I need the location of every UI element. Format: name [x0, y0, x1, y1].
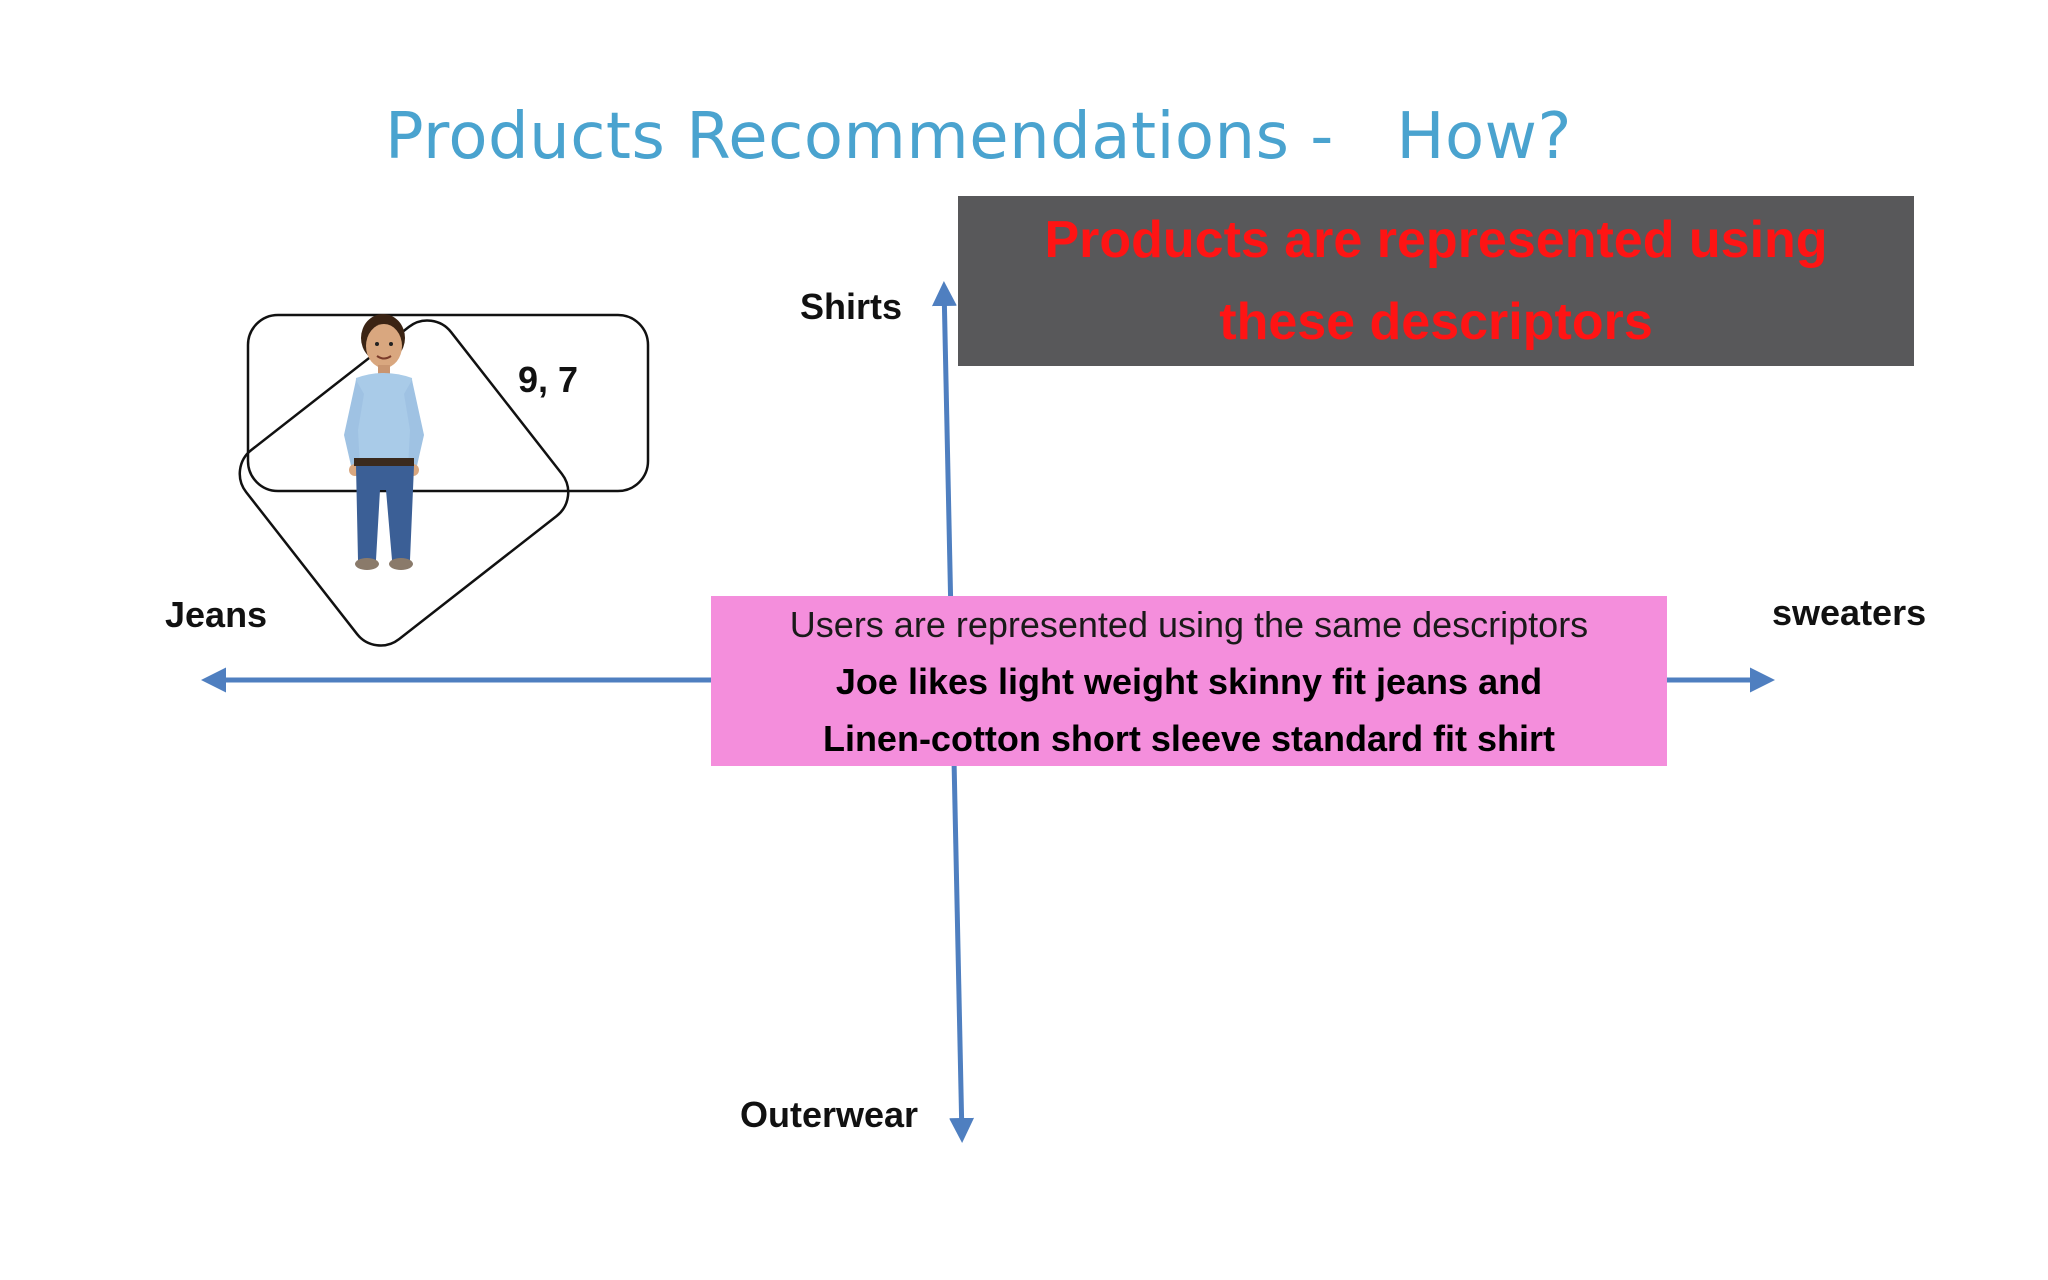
user-highlight-box: [246, 313, 650, 493]
slide-title: Products Recommendations - How?: [385, 100, 1572, 174]
user-coordinates: 9, 7: [518, 359, 579, 400]
axis-label-jeans: Jeans: [165, 594, 268, 635]
users-callout: Users are represented using the same des…: [711, 596, 1667, 766]
users-callout-line-3: Linen-cotton short sleeve standard fit s…: [822, 717, 1556, 759]
products-callout-line-2: these descriptors: [1219, 293, 1653, 351]
axis-label-shirts: Shirts: [800, 286, 903, 327]
users-callout-line-2: Joe likes light weight skinny fit jeans …: [835, 660, 1543, 702]
axis-label-outerwear: Outerwear: [740, 1094, 919, 1135]
products-callout-line-1: Products are represented using: [1044, 211, 1828, 269]
axis-label-sweaters: sweaters: [1772, 592, 1927, 633]
users-callout-line-1: Users are represented using the same des…: [789, 603, 1589, 645]
person-icon: [344, 314, 424, 570]
user-highlight-diamond: [238, 319, 570, 647]
products-callout: Products are represented using these des…: [958, 196, 1914, 366]
